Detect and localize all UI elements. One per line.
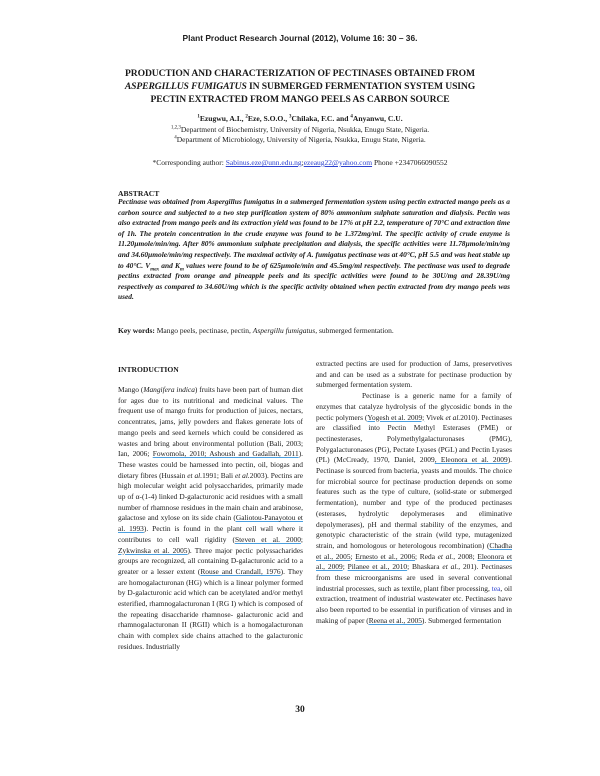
abstract-body: Pectinase was obtained from Aspergillus … [118, 197, 510, 302]
introduction-heading: INTRODUCTION [118, 365, 179, 374]
citation-link[interactable]: Eleonora et al., 2009 [316, 551, 513, 572]
affiliation-1: 1,2,3Department of Biochemistry, Univers… [170, 125, 430, 134]
author-1: Ezugwu, A.I., [199, 114, 246, 123]
title-organism: ASPERGILLUS FUMIGATUS [124, 81, 247, 92]
citation-link[interactable]: Rouse and Crandall, 1976 [200, 566, 281, 576]
title-line-1: PRODUCTION AND CHARACTERIZATION OF PECTI… [125, 68, 475, 79]
citation-link[interactable]: Galiotou-Panayotou et al. 1993 [118, 513, 303, 534]
citation-link[interactable]: Pilanee et al., 2010 [347, 562, 408, 572]
email-link-1[interactable]: Sabinus.eze@unn.edu.ng [225, 158, 302, 167]
citation-link[interactable]: Zykwinska et al. 2005 [118, 545, 188, 555]
author-3: Chilaka, F.C. and [291, 114, 351, 123]
title-line-2: ASPERGILLUS FUMIGATUS IN SUBMERGED FERME… [124, 81, 476, 92]
author-list: 1Ezugwu, A.I., 2Eze, S.O.O., 3Chilaka, F… [197, 114, 403, 123]
author-4: Anyanwu, C.U. [352, 114, 403, 123]
intro-paragraph-continued: extracted pectins are used for productio… [316, 359, 512, 390]
author-2: Eze, S.O.O., [247, 114, 290, 123]
citation-link[interactable]: Chadha et al., 2005 [316, 540, 512, 561]
citation-link[interactable]: Fowomola, 2010; Ashoush and Gadallah, 20… [152, 449, 299, 459]
citation-link[interactable]: Ernesto et al., 2006 [355, 551, 416, 561]
corresponding-author: *Corresponding author: Sabinus.eze@unn.e… [152, 158, 448, 167]
left-column: Mango (Mangifera indica) fruits have bee… [118, 385, 303, 653]
right-column: extracted pectins are used for productio… [316, 359, 512, 627]
tea-link[interactable]: tea [491, 583, 501, 593]
citation-link[interactable]: Steven et al. 2000 [235, 534, 301, 544]
title-line-3: PECTIN EXTRACTED FROM MANGO PEELS AS CAR… [150, 94, 450, 105]
intro-paragraph-2: Pectinase is a generic name for a family… [316, 391, 513, 625]
phone-number: Phone +2347066090552 [372, 158, 448, 167]
journal-header: Plant Product Research Journal (2012), V… [182, 33, 418, 43]
email-link-2[interactable]: ezeaug22@yahoo.com [303, 158, 373, 167]
abstract-heading: ABSTRACT [118, 189, 160, 198]
intro-paragraph-1: Mango (Mangifera indica) fruits have bee… [118, 385, 303, 651]
page-number: 30 [295, 705, 305, 715]
paper-title: PRODUCTION AND CHARACTERIZATION OF PECTI… [100, 67, 500, 106]
affiliation-2: 4Department of Microbiology, University … [174, 135, 426, 144]
citation-link[interactable]: Yogesh et al. 2009; [367, 412, 425, 422]
keywords-label: Key words: [118, 326, 155, 335]
keywords: Key words: Mango peels, pectinase, pecti… [118, 326, 394, 335]
citation-link[interactable]: , Eleonora et al. 2009 [434, 455, 508, 465]
citation-link[interactable]: Reena et al., 2005 [368, 615, 422, 625]
